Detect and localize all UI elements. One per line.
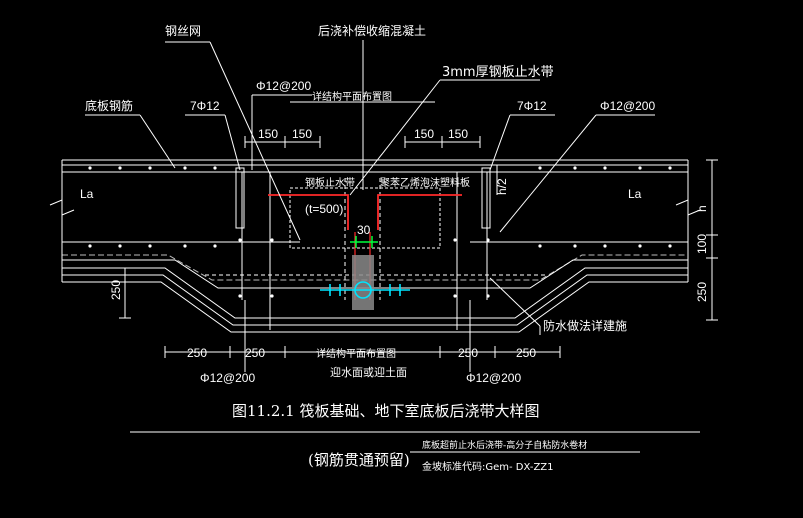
cyan-waterstop (320, 281, 410, 299)
label-h: h (695, 205, 709, 212)
label-struct-plan-top: 详结构平面布置图 (312, 90, 392, 103)
label-steel-waterstop: 钢板止水带 (305, 176, 355, 189)
dim-250-right: 250 (695, 282, 709, 302)
label-la-right: La (628, 187, 642, 201)
figure-title: 图11.2.1 筏板基础、地下室底板后浇带大样图 (232, 402, 539, 420)
label-t500: (t=500) (305, 202, 343, 216)
leader-lines (85, 40, 655, 372)
dim-150-1: 150 (258, 127, 278, 141)
label-phi12-200-top-right: Φ12@200 (600, 99, 655, 113)
dimension-lines (119, 136, 718, 453)
label-gangsiwang: 钢丝网 (165, 24, 201, 38)
note-line2: 金坡标准代码:Gem- DX-ZZ1 (422, 460, 554, 473)
dim-250-left: 250 (109, 280, 123, 300)
dim-250-b1: 250 (187, 346, 207, 360)
dim-100-right: 100 (695, 234, 709, 254)
label-houjiao: 后浇补偿收缩混凝土 (318, 23, 426, 38)
label-7phi12-right: 7Φ12 (517, 99, 547, 113)
label-water-face: 迎水面或迎土面 (330, 366, 407, 379)
rebar-lines (62, 167, 688, 330)
label-phi12-200-bot-left: Φ12@200 (200, 371, 255, 385)
label-waterproof: 防水做法详建施 (543, 318, 627, 333)
label-phi12-200-bot-right: Φ12@200 (466, 371, 521, 385)
dim-150-2: 150 (292, 127, 312, 141)
label-struct-plan-bottom: 详结构平面布置图 (316, 347, 396, 360)
label-h2: h/2 (495, 178, 509, 195)
dim-150-4: 150 (448, 127, 468, 141)
slab-outline (49, 159, 701, 333)
rebar-note: (钢筋贯通预留) (308, 451, 410, 469)
green-marks (350, 236, 378, 248)
dim-250-b4: 250 (516, 346, 536, 360)
rebar-dots (88, 166, 672, 298)
dim-250-b3: 250 (458, 346, 478, 360)
dim-30: 30 (357, 223, 371, 237)
label-phi12-200-top-left: Φ12@200 (256, 79, 311, 93)
dim-250-b2: 250 (245, 346, 265, 360)
label-7phi12-left: 7Φ12 (190, 99, 220, 113)
label-bottom-rebar: 底板钢筋 (85, 98, 133, 113)
dim-150-3: 150 (414, 127, 434, 141)
label-foam-board: 聚苯乙烯泡沫塑料板 (380, 176, 470, 189)
label-la-left: La (80, 187, 94, 201)
note-line1: 底板超前止水后浇带-高分子自粘防水卷材 (422, 439, 587, 451)
label-steel-band: 3mm厚钢板止水带 (442, 65, 554, 80)
